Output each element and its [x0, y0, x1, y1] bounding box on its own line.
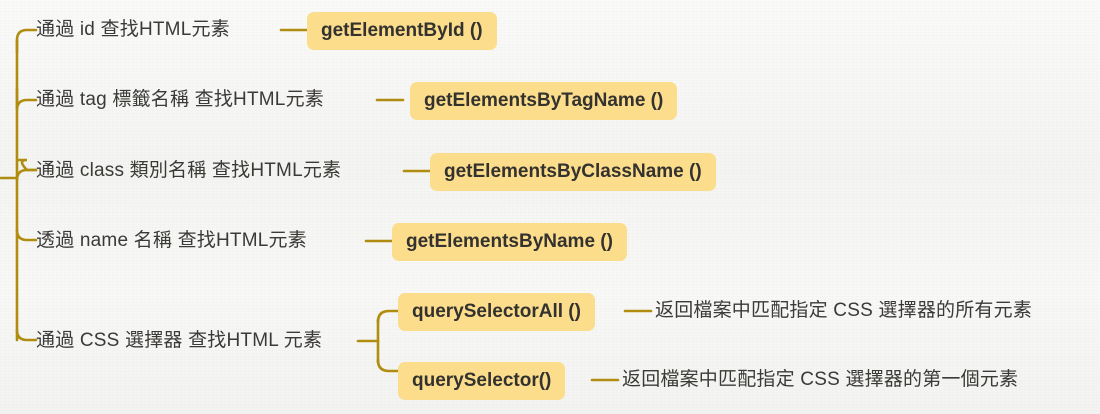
method-badge-query-selector[interactable]: querySelector() [398, 362, 566, 400]
branch-line-by-class-name-helper [15, 158, 38, 172]
description-query-selector: 返回檔案中匹配指定 CSS 選擇器的第一個元素 [622, 369, 1019, 390]
branch-label-by-class-name[interactable]: 通過 class 類別名稱 查找HTML元素 [36, 160, 342, 181]
branch-label-by-id[interactable]: 通過 id 查找HTML元素 [36, 19, 230, 40]
branch-line-by-tag-name [15, 86, 38, 111]
branch-line-by-name [15, 228, 38, 242]
branch-label-by-css-selector[interactable]: 通過 CSS 選擇器 查找HTML 元素 [36, 330, 323, 351]
description-query-selector-all: 返回檔案中匹配指定 CSS 選擇器的所有元素 [655, 300, 1033, 321]
branch-line-by-class-name-curve [15, 168, 29, 182]
branch-label-by-tag-name[interactable]: 通過 tag 標籤名稱 查找HTML元素 [36, 89, 324, 110]
branch-label-by-name[interactable]: 透過 name 名稱 查找HTML元素 [36, 230, 307, 251]
css-sub-branch-first [376, 358, 400, 373]
branch-line-by-id [15, 28, 38, 54]
method-badge-get-element-by-id[interactable]: getElementById () [307, 12, 497, 50]
method-badge-get-elements-by-name[interactable]: getElementsByName () [392, 223, 627, 261]
method-badge-get-elements-by-tag-name[interactable]: getElementsByTagName () [410, 82, 678, 120]
css-sub-branch-all [376, 309, 400, 324]
method-badge-get-elements-by-class-name[interactable]: getElementsByClassName () [430, 153, 716, 191]
method-badge-query-selector-all[interactable]: querySelectorAll () [398, 293, 595, 331]
branch-line-by-css-selector [15, 328, 38, 342]
